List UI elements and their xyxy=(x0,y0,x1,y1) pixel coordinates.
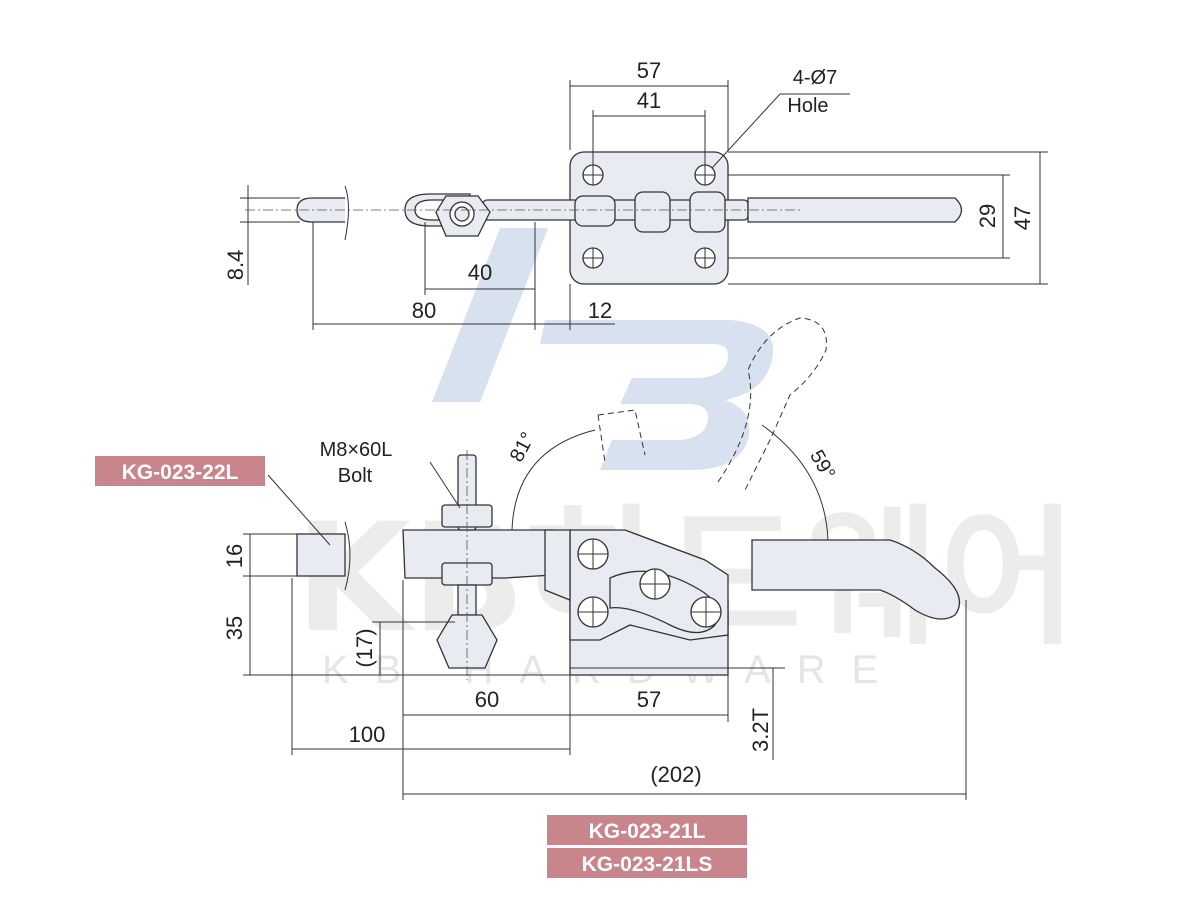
dim-top-40: 40 xyxy=(468,260,492,285)
dim-top-47: 47 xyxy=(1010,206,1035,230)
dim-side-35: 35 xyxy=(222,616,247,640)
side-left-tip xyxy=(296,533,346,577)
angle-59: 59° xyxy=(805,446,839,483)
tag-kg-023-22l: KG-023-22L xyxy=(122,461,239,484)
angle-81: 81° xyxy=(506,429,540,466)
side-pivots xyxy=(577,538,722,628)
top-mounting-holes xyxy=(582,164,716,269)
dim-top-80: 80 xyxy=(412,298,436,323)
dim-side-57: 57 xyxy=(637,687,661,712)
dim-side-60: 60 xyxy=(475,687,499,712)
hole-callout: 4-Ø7 xyxy=(793,67,837,89)
top-view: 57 41 4-Ø7 Hole 29 47 8.4 40 80 xyxy=(223,58,1048,330)
tag-21l-bg xyxy=(547,815,747,845)
dim-side-202: (202) xyxy=(650,762,701,787)
tag-22l-bg xyxy=(95,456,265,486)
tag-kg-023-21ls: KG-023-21LS xyxy=(582,853,713,876)
open-handle-outline xyxy=(717,317,827,491)
tag-21ls-bg xyxy=(547,848,747,878)
top-pivot-3 xyxy=(689,191,726,233)
top-pivot-2 xyxy=(634,191,671,233)
tag-kg-023-21l: KG-023-21L xyxy=(589,820,706,843)
dim-top-8-4: 8.4 xyxy=(223,250,248,281)
model-tags: KG-023-22L KG-023-21L KG-023-21LS xyxy=(95,456,747,878)
watermark-kb-logo xyxy=(432,228,774,470)
side-handle xyxy=(751,539,961,620)
top-pivot-1 xyxy=(574,195,616,227)
bolt-callout: M8×60L xyxy=(320,439,393,461)
dim-top-57: 57 xyxy=(637,58,661,83)
dim-side-16: 16 xyxy=(222,544,247,568)
hole-callout-sub: Hole xyxy=(787,95,828,117)
dim-side-3-2t: 3.2T xyxy=(748,708,773,752)
dim-top-29: 29 xyxy=(975,204,1000,228)
arc-59 xyxy=(761,424,829,541)
top-handle xyxy=(747,197,963,223)
bolt-cone-tip xyxy=(436,614,498,669)
arc-81 xyxy=(511,429,596,531)
side-view: 81° 59° M8×60L Bolt xyxy=(222,317,967,800)
dim-side-100: 100 xyxy=(349,722,386,747)
dim-top-41: 41 xyxy=(637,88,661,113)
dim-side-17: (17) xyxy=(352,628,377,667)
bolt-callout-sub: Bolt xyxy=(338,465,373,487)
dim-top-12: 12 xyxy=(588,298,612,323)
side-arm xyxy=(402,529,553,579)
